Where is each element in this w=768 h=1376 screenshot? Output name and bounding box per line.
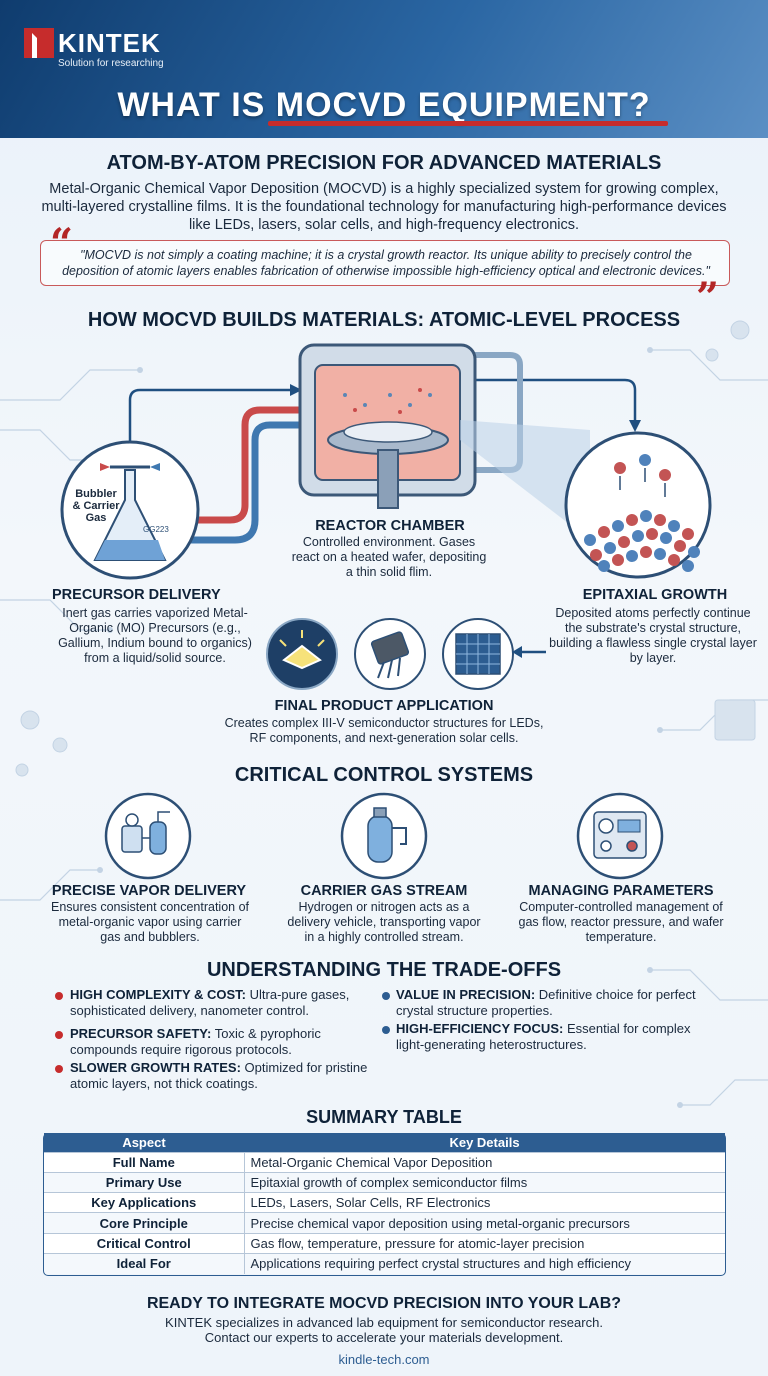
- website-link[interactable]: kindle-tech.com: [338, 1352, 430, 1367]
- table-cell-detail: Metal-Organic Chemical Vapor Deposition: [244, 1151, 725, 1173]
- table-cell-aspect: Critical Control: [44, 1232, 245, 1254]
- carrier-gas-pipe: [170, 421, 320, 544]
- con-bullet-icon: [55, 1031, 63, 1039]
- control-gas-title: CARRIER GAS STREAM: [300, 883, 468, 899]
- crystal-lattice-atoms: [584, 454, 700, 572]
- kintek-logo-icon: [24, 28, 54, 58]
- intro-text: Metal-Organic Chemical Vapor Deposition …: [41, 181, 727, 233]
- con-bullet-icon: [55, 992, 63, 1000]
- arrow-left-icon: [512, 646, 546, 658]
- reactor-chamber-title: REACTOR CHAMBER: [315, 518, 465, 534]
- con-bullet-icon: [55, 1065, 63, 1073]
- table-cell-detail: LEDs, Lasers, Solar Cells, RF Electronic…: [244, 1192, 725, 1213]
- zoom-beam: [460, 420, 590, 540]
- tradeoff-con-item: PRECURSOR SAFETY: Toxic & pyrophoric com…: [70, 1026, 321, 1057]
- vapor-delivery-icon: [104, 792, 192, 880]
- reactor-chamber-text: Controlled environment. Gases react on a…: [291, 535, 487, 579]
- table-cell-aspect: Key Applications: [44, 1192, 245, 1213]
- pro-bullet-icon: [382, 1026, 390, 1034]
- control-icons: [104, 792, 664, 880]
- epitaxial-growth-text: Deposited atoms perfectly continue the s…: [549, 606, 757, 665]
- precursor-delivery-title: PRECURSOR DELIVERY: [52, 587, 221, 603]
- table-cell-aspect: Primary Use: [44, 1171, 245, 1193]
- table-cell-aspect: Core Principle: [44, 1212, 245, 1234]
- arrow-head-icon: [290, 384, 302, 396]
- flask-liquid: [95, 540, 165, 560]
- hot-gas-pipe: [170, 406, 320, 524]
- cta-line-1: KINTEK specializes in advanced lab equip…: [165, 1315, 603, 1330]
- epitaxial-growth-title: EPITAXIAL GROWTH: [582, 587, 728, 603]
- control-vapor-text: Ensures consistent concentration of meta…: [50, 900, 250, 944]
- brand-logo[interactable]: KINTEK Solution for researching: [24, 28, 194, 70]
- quote-close-icon: ”: [696, 274, 720, 321]
- quote-text: "MOCVD is not simply a coating machine; …: [62, 248, 710, 278]
- quote-box: [40, 240, 730, 286]
- process-heading: HOW MOCVD BUILDS MATERIALS: ATOMIC-LEVEL…: [87, 309, 681, 331]
- title-underline: [268, 121, 668, 126]
- bubbler-label: Bubbler & Carrier Gas: [72, 488, 120, 524]
- column-header-key-details: Key Details: [244, 1133, 725, 1152]
- precursor-delivery-text: Inert gas carries vaporized Metal-Organi…: [58, 606, 252, 665]
- table-cell-detail: Epitaxial growth of complex semiconducto…: [244, 1171, 725, 1193]
- table-cell-detail: Precise chemical vapor deposition using …: [244, 1212, 725, 1234]
- wafer-stage-shaft: [377, 449, 399, 509]
- tradeoff-pro-item: VALUE IN PRECISION: Definitive choice fo…: [396, 987, 696, 1018]
- table-header-row: Aspect Key Details: [44, 1133, 725, 1152]
- control-gas-text: Hydrogen or nitrogen acts as a delivery …: [287, 900, 481, 944]
- atoms-magnifier-circle: [564, 431, 712, 579]
- brand-tagline: Solution for researching: [58, 58, 164, 69]
- flow-arrow-bubbler-to-reactor: [128, 388, 290, 445]
- final-application-title: FINAL PRODUCT APPLICATION: [274, 698, 494, 714]
- table-cell-detail: Gas flow, temperature, pressure for atom…: [244, 1232, 725, 1254]
- application-icons: [266, 618, 514, 690]
- tradeoffs-heading: UNDERSTANDING THE TRADE-OFFS: [206, 959, 562, 981]
- table-cell-aspect: Full Name: [44, 1151, 245, 1173]
- control-vapor-title: PRECISE VAPOR DELIVERY: [51, 883, 247, 899]
- wafer: [343, 421, 433, 443]
- tradeoff-pro-item: HIGH-EFFICIENCY FOCUS: Essential for com…: [396, 1021, 691, 1052]
- quote-open-icon: “: [50, 220, 74, 267]
- summary-heading: SUMMARY TABLE: [306, 1107, 462, 1127]
- controls-heading: CRITICAL CONTROL SYSTEMS: [234, 764, 534, 786]
- process-diagram: [60, 343, 712, 580]
- control-parameters-title: MANAGING PARAMETERS: [528, 883, 714, 899]
- tradeoff-con-item: HIGH COMPLEXITY & COST: Ultra-pure gases…: [70, 987, 350, 1018]
- control-parameters-text: Computer-controlled management of gas fl…: [518, 900, 724, 944]
- header-banner: KINTEK Solution for researching WHAT IS …: [0, 0, 768, 138]
- page-title: WHAT IS MOCVD EQUIPMENT?: [117, 86, 651, 124]
- pro-bullet-icon: [382, 992, 390, 1000]
- bottle-code-label: GG223: [143, 525, 169, 534]
- intro-heading: ATOM-BY-ATOM PRECISION FOR ADVANCED MATE…: [106, 152, 662, 174]
- column-header-aspect: Aspect: [44, 1133, 244, 1152]
- final-application-text: Creates complex III-V semiconductor stru…: [224, 716, 544, 745]
- cta-text: KINTEK specializes in advanced lab equip…: [0, 1315, 768, 1345]
- cta-heading: READY TO INTEGRATE MOCVD PRECISION INTO …: [146, 1295, 622, 1312]
- table-cell-aspect: Ideal For: [44, 1252, 245, 1274]
- table-cell-detail: Applications requiring perfect crystal s…: [244, 1252, 725, 1274]
- arrow-head-icon: [629, 420, 641, 432]
- tradeoff-con-item: SLOWER GROWTH RATES: Optimized for prist…: [70, 1060, 368, 1091]
- flow-arrow-reactor-to-growth: [475, 378, 637, 420]
- brand-name: KINTEK: [58, 28, 161, 58]
- cta-line-2: Contact our experts to accelerate your m…: [204, 1330, 564, 1345]
